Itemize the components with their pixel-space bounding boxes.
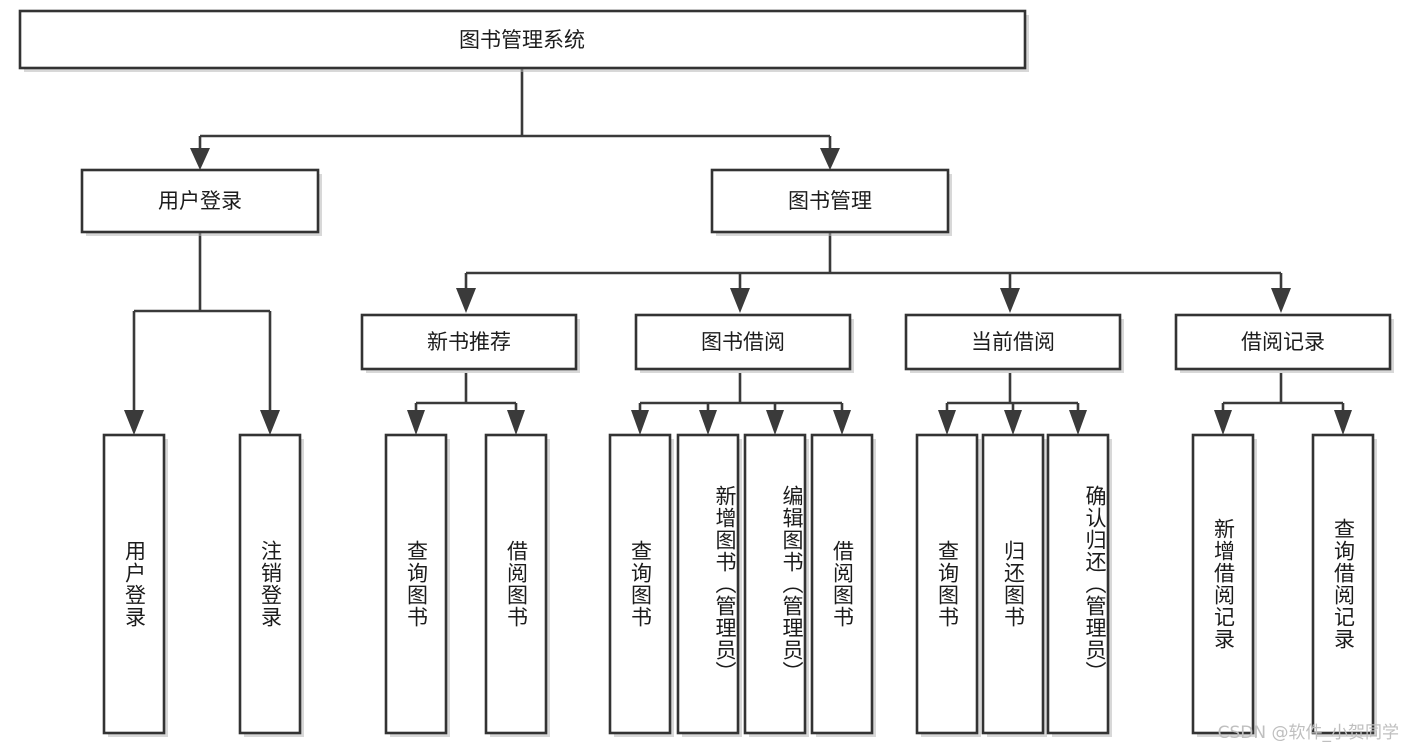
arrowhead-leaf-edit-book: [766, 410, 784, 435]
arrowhead-leaf-borrow-book-1: [507, 410, 525, 435]
new-book-rec-node-box[interactable]: [360, 313, 578, 371]
leaf-edit-book-box[interactable]: [743, 433, 807, 735]
arrowhead-leaf-user-login: [124, 410, 144, 435]
arrowhead-leaf-query-book-1: [407, 410, 425, 435]
leaf-borrow-book-1-box[interactable]: [484, 433, 548, 735]
arrowhead-leaf-query-record: [1334, 410, 1352, 435]
leaf-add-book-box[interactable]: [676, 433, 740, 735]
leaf-user-login-box[interactable]: [102, 433, 166, 735]
leaf-query-record-box[interactable]: [1311, 433, 1375, 735]
node-box-group: [18, 9, 1394, 737]
arrowhead-leaf-borrow-book-2: [833, 410, 851, 435]
arrowhead-borrow-record: [1271, 288, 1291, 313]
arrowhead-leaf-confirm-return: [1069, 410, 1087, 435]
arrowhead-new-book-rec: [456, 288, 476, 313]
leaf-confirm-return-box[interactable]: [1046, 433, 1110, 735]
book-borrow-node-box[interactable]: [634, 313, 852, 371]
borrow-record-node-label: 借阅记录: [1241, 330, 1325, 354]
user-login-node-box[interactable]: [80, 168, 320, 234]
leaf-logout-box[interactable]: [238, 433, 302, 735]
root-node-label: 图书管理系统: [459, 28, 585, 52]
arrowhead-current-borrow: [1000, 288, 1020, 313]
arrowhead-leaf-add-book: [699, 410, 717, 435]
leaf-borrow-book-2-box[interactable]: [810, 433, 874, 735]
new-book-rec-node-label: 新书推荐: [427, 330, 511, 354]
current-borrow-node-box[interactable]: [904, 313, 1122, 371]
user-login-node-label: 用户登录: [158, 189, 242, 213]
root-node-box[interactable]: [18, 9, 1027, 70]
watermark: CSDN @软件_小贺同学: [1217, 723, 1399, 743]
leaf-query-book-3-box[interactable]: [915, 433, 979, 735]
leaf-add-record-box[interactable]: [1191, 433, 1255, 735]
borrow-record-node-box[interactable]: [1174, 313, 1392, 371]
arrowhead-group: [124, 148, 1352, 435]
book-manage-node-label: 图书管理: [788, 189, 872, 213]
leaf-query-book-2-box[interactable]: [608, 433, 672, 735]
book-manage-node-box[interactable]: [710, 168, 950, 234]
arrowhead-leaf-query-book-3: [938, 410, 956, 435]
leaf-query-book-1-box[interactable]: [384, 433, 448, 735]
arrowhead-leaf-return-book: [1004, 410, 1022, 435]
leaf-return-book-box[interactable]: [981, 433, 1045, 735]
arrowhead-leaf-query-book-2: [631, 410, 649, 435]
arrowhead-leaf-logout: [260, 410, 280, 435]
arrowhead-book-manage: [820, 148, 840, 170]
current-borrow-node-label: 当前借阅: [971, 330, 1055, 354]
arrowhead-leaf-add-record: [1214, 410, 1232, 435]
book-borrow-node-label: 图书借阅: [701, 330, 785, 354]
arrowhead-book-borrow: [730, 288, 750, 313]
horizontal-label-group: 图书管理系统 用户登录 图书管理 新书推荐 图书借阅 当前借阅 借阅记录: [158, 28, 1325, 354]
arrowhead-user-login: [190, 148, 210, 170]
